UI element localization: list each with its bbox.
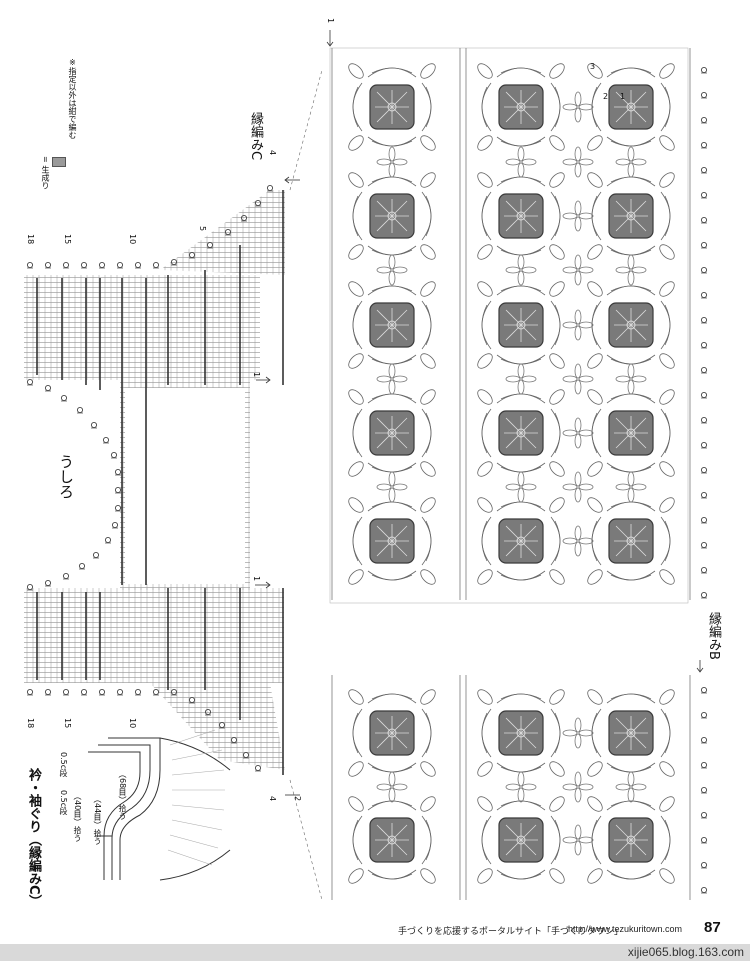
collar-schematic xyxy=(88,729,231,881)
motif-round-3: 3 xyxy=(590,62,596,71)
legend-swatch xyxy=(52,157,66,167)
edging-b-label: 縁編みB xyxy=(706,612,721,660)
motif-round-2: 2 xyxy=(603,92,609,101)
pickup-44: （44目）拾う xyxy=(93,795,102,846)
edging-c-label: 縁編みC xyxy=(248,112,263,161)
row-1-right: 1 xyxy=(326,18,335,24)
row-4-top: 4 xyxy=(268,150,277,156)
pickup-68: （68目）拾う xyxy=(118,770,127,821)
row-1-low: 1 xyxy=(252,576,261,582)
motif-panel-lower xyxy=(331,675,708,900)
back-label: うしろ xyxy=(57,454,75,499)
half-cm-a: 0.5c段 xyxy=(59,752,68,778)
motif-panel-upper xyxy=(329,47,708,604)
watermark-bar: xijie065.blog.163.com xyxy=(0,944,750,961)
row-10-bottom: 10 xyxy=(128,718,137,729)
row-18-top: 18 xyxy=(26,234,35,245)
legend-color: = 生成り xyxy=(41,156,50,190)
row-5-top: 5 xyxy=(198,226,207,232)
legend-note: ※指定以外は紺で編む xyxy=(68,58,77,139)
row-1-mid: 1 xyxy=(252,372,261,378)
footer-url[interactable]: http://www.tezukuritown.com xyxy=(568,924,683,934)
pickup-40: （40目）拾う xyxy=(73,792,82,843)
motif-round-1: 1 xyxy=(620,92,626,101)
row-10-top: 10 xyxy=(128,234,137,245)
row-15-top: 15 xyxy=(63,234,72,245)
back-body-grid xyxy=(24,69,323,901)
row-4-bottom: 4 xyxy=(268,796,277,802)
collar-title: 衿・袖ぐり（縁編みC） xyxy=(26,768,41,908)
row-2-bottom: 2 xyxy=(293,796,302,802)
page-footer: 手づくりを応援するポータルサイト「手づくりタウン」 http://www.tez… xyxy=(0,918,750,942)
watermark-text: xijie065.blog.163.com xyxy=(627,945,744,959)
page-number: 87 xyxy=(704,919,721,936)
half-cm-b: 0.5c段 xyxy=(59,790,68,816)
row-18-bottom: 18 xyxy=(26,718,35,729)
row-15-bottom: 15 xyxy=(63,718,72,729)
footer-text: 手づくりを応援するポータルサイト「手づくりタウン」 xyxy=(398,927,624,937)
